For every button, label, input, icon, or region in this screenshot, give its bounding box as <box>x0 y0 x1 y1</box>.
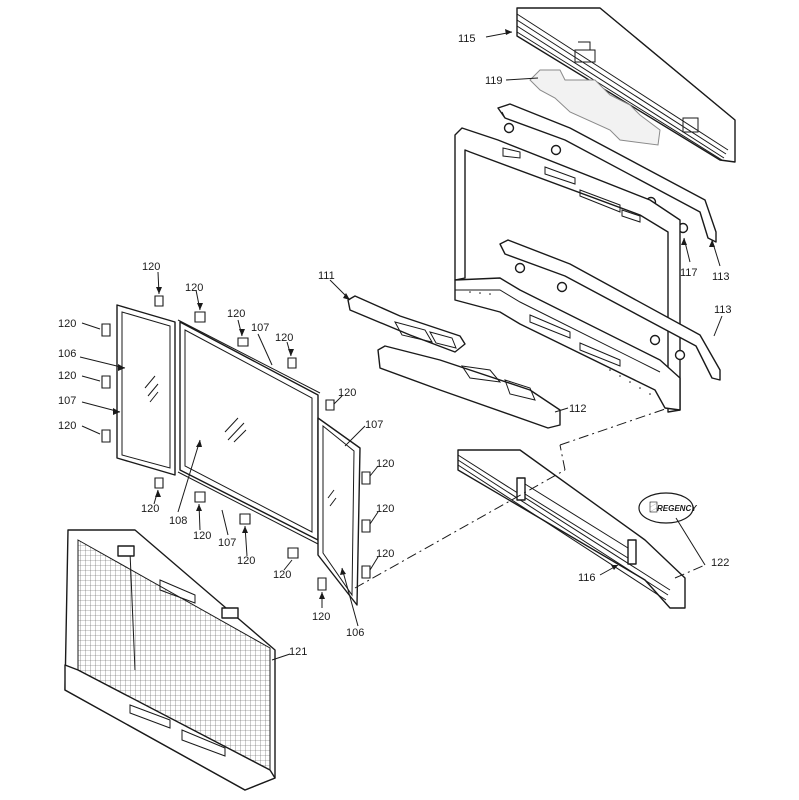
top-louvre-part-115 <box>516 7 736 163</box>
label-120-o: 120 <box>273 569 291 581</box>
label-120-f: 120 <box>58 370 76 382</box>
label-111: 111 <box>318 270 335 282</box>
label-120-d: 120 <box>275 332 293 344</box>
label-122: 122 <box>711 557 729 569</box>
gasket-part-119 <box>529 69 661 146</box>
label-120-l: 120 <box>141 503 159 515</box>
label-113-lower: 113 <box>714 304 732 316</box>
clips-part-120 <box>101 295 371 591</box>
label-116: 116 <box>578 572 596 584</box>
label-115: 115 <box>458 33 476 45</box>
bracket-part-112 <box>377 345 561 429</box>
label-120-m: 120 <box>193 530 211 542</box>
label-120-j: 120 <box>376 503 394 515</box>
regency-logo-text: REGENCY <box>657 504 697 513</box>
label-120-c: 120 <box>227 308 245 320</box>
label-120-a: 120 <box>142 261 160 273</box>
label-120-p: 120 <box>312 611 330 623</box>
label-120-k: 120 <box>376 548 394 560</box>
label-120-n: 120 <box>237 555 255 567</box>
label-117: 117 <box>680 267 698 279</box>
part-labels: 115 119 117 113 113 111 112 122 116 121 … <box>58 33 732 658</box>
regency-logo: REGENCY <box>638 492 697 524</box>
bracket-part-111 <box>347 295 466 353</box>
label-108: 108 <box>169 515 187 527</box>
label-119: 119 <box>485 75 503 87</box>
assembly-lines <box>354 407 706 589</box>
left-glass-panel-part-106 <box>116 304 176 476</box>
label-112: 112 <box>569 403 587 415</box>
label-120-i: 120 <box>376 458 394 470</box>
label-107-bottom: 107 <box>218 537 236 549</box>
label-107-top: 107 <box>251 322 269 334</box>
label-107-left: 107 <box>58 395 76 407</box>
label-107-right: 107 <box>365 419 383 431</box>
label-120-b: 120 <box>185 282 203 294</box>
label-120-g: 120 <box>58 420 76 432</box>
label-106-left: 106 <box>58 348 76 360</box>
label-120-h: 120 <box>338 387 356 399</box>
label-113-upper: 113 <box>712 271 730 283</box>
upper-rail-part-113 <box>497 103 717 243</box>
mesh-screen-part-121 <box>64 529 276 791</box>
right-glass-panel-part-106 <box>317 417 361 606</box>
lower-louvre-part-116 <box>457 449 686 609</box>
label-106-right: 106 <box>346 627 364 639</box>
label-121: 121 <box>289 646 307 658</box>
label-120-e: 120 <box>58 318 76 330</box>
lower-rail-part-113 <box>499 239 721 381</box>
leader-lines <box>79 29 723 661</box>
